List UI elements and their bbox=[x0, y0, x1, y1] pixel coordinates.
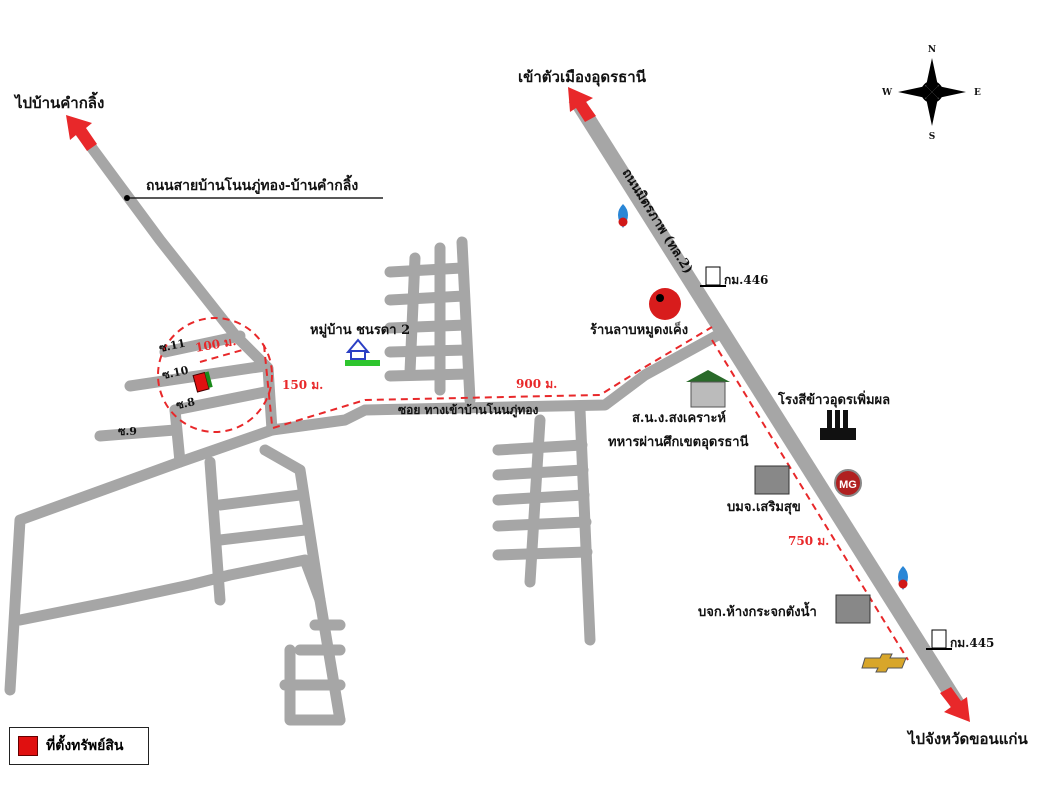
label-road-nonphuthong: ถนนสายบ้านโนนภู่ทอง-บ้านคำกลิ้ง bbox=[146, 174, 358, 194]
label-glass-shop: บจก.ห้างกระจกตังน้ำ bbox=[698, 601, 817, 620]
label-km445: กม.445 bbox=[950, 636, 994, 650]
label-village: หมู่บ้าน ชนรดา 2 bbox=[310, 322, 410, 338]
map-legend: ที่ตั้งทรัพย์สิน bbox=[9, 727, 149, 765]
label-school-2: ทหารผ่านศึกเขตอุดรธานี bbox=[608, 434, 749, 450]
radius-circle bbox=[157, 317, 273, 433]
route-750m bbox=[711, 339, 909, 661]
ptt-station-icon bbox=[898, 566, 908, 590]
svg-text:MG: MG bbox=[839, 479, 857, 491]
label-to-city: เข้าตัวเมืองอุดรธานี bbox=[518, 68, 647, 87]
office-building-icon bbox=[835, 594, 871, 624]
property-side bbox=[204, 371, 213, 388]
route-100m bbox=[199, 348, 247, 363]
ptt-station-icon bbox=[618, 204, 628, 228]
highway-mittraphap bbox=[568, 93, 967, 713]
route-900m bbox=[272, 326, 713, 429]
legend-label: ที่ตั้งทรัพย์สิน bbox=[46, 738, 124, 754]
compass-s: S bbox=[929, 132, 936, 142]
factory-icon bbox=[820, 410, 856, 440]
label-to-kham-kling: ไปบ้านคำกลิ้ง bbox=[13, 91, 104, 112]
distance-750m: 750 ม. bbox=[788, 534, 829, 548]
label-soi8: ซ.8 bbox=[175, 395, 197, 412]
distance-150m: 150 ม. bbox=[282, 378, 323, 392]
label-school-1: ส.น.ง.สงเคราะห์ bbox=[632, 410, 726, 426]
arrow-to-kham-kling bbox=[66, 115, 97, 151]
chevrolet-logo-icon bbox=[861, 653, 907, 673]
label-to-khon-kaen: ไปจังหวัดขอนแก่น bbox=[906, 729, 1028, 748]
village-house-icon bbox=[345, 338, 380, 366]
office-building-icon bbox=[754, 465, 790, 495]
compass-rose-icon bbox=[898, 58, 966, 126]
distance-100m: 100 ม. bbox=[194, 334, 237, 355]
label-soi10: ซ.10 bbox=[161, 364, 190, 382]
label-soi9: ซ.9 bbox=[118, 425, 137, 438]
label-km446: กม.446 bbox=[724, 273, 768, 287]
leader-dot bbox=[124, 195, 130, 201]
arrow-to-city bbox=[568, 87, 596, 122]
label-serm-suk: บมจ.เสริมสุข bbox=[727, 500, 801, 515]
government-building-icon bbox=[686, 370, 730, 408]
label-soi11: ซ.11 bbox=[158, 337, 187, 355]
km-post-icon bbox=[700, 266, 726, 287]
label-soi-entrance: ซอย ทางเข้าบ้านโนนภู่ทอง bbox=[398, 402, 539, 418]
compass-w: W bbox=[881, 88, 893, 98]
label-larb-shop: ร้านลาบหมูดงเค็ง bbox=[590, 320, 688, 338]
compass-n: N bbox=[928, 45, 936, 55]
property-legend-swatch bbox=[18, 736, 38, 756]
compass-e: E bbox=[974, 88, 981, 98]
arrow-to-khon-kaen bbox=[940, 687, 970, 722]
local-roads bbox=[4, 119, 724, 726]
distance-900m: 900 ม. bbox=[516, 377, 557, 391]
label-rice-mill: โรงสีข้าวอุดรเพิ่มผล bbox=[777, 390, 890, 408]
label-highway: ถนนมิตรภาพ (ทล.2) bbox=[619, 166, 696, 277]
km-post-icon bbox=[926, 629, 952, 650]
mg-logo-icon: MG bbox=[834, 469, 862, 497]
larb-shop-icon bbox=[649, 288, 681, 320]
route-150m bbox=[263, 344, 273, 426]
